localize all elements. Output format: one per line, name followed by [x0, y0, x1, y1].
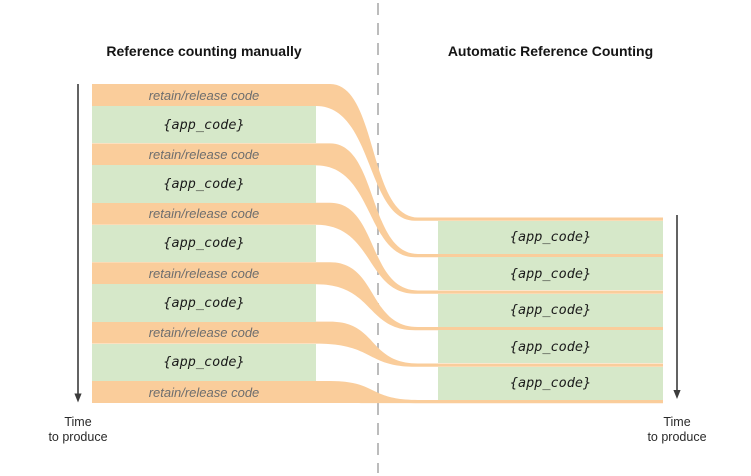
- retain-release-flow: [92, 202, 663, 294]
- app-code-bar: {app_code}: [438, 257, 663, 291]
- retain-release-flow: [92, 381, 663, 404]
- retain-release-flow: [92, 84, 663, 221]
- app-code-bar: {app_code}: [438, 366, 663, 400]
- app-code-bar: {app_code}: [92, 284, 316, 322]
- time-caption-line: Time: [64, 415, 92, 429]
- app-code-bar: {app_code}: [92, 224, 316, 263]
- time-caption-line: to produce: [647, 429, 707, 444]
- retain-release-bar-label: retain/release code: [148, 265, 260, 281]
- retain-release-flow: [92, 262, 663, 331]
- app-code-bar: {app_code}: [438, 330, 663, 364]
- left-time-caption: Time to produce: [28, 415, 128, 444]
- retain-release-bar-label: retain/release code: [148, 206, 260, 222]
- app-code-bar: {app_code}: [438, 293, 663, 327]
- retain-release-flow: [92, 143, 663, 258]
- retain-release-bar-label: retain/release code: [148, 87, 260, 103]
- time-caption-line: Time: [663, 415, 691, 429]
- left-panel-title: Reference counting manually: [106, 43, 302, 59]
- right-time-caption: Time to produce: [627, 415, 727, 444]
- app-code-bar: {app_code}: [438, 220, 663, 254]
- right-panel-title: Automatic Reference Counting: [447, 43, 654, 59]
- left-time-axis-arrowhead: [74, 393, 82, 403]
- retain-release-bar-label: retain/release code: [148, 325, 260, 341]
- app-code-bar: {app_code}: [92, 165, 316, 203]
- time-caption-line: to produce: [48, 429, 108, 444]
- right-time-axis-arrowhead: [673, 390, 681, 399]
- retain-release-bar-label: retain/release code: [148, 384, 260, 400]
- retain-release-bar-label: retain/release code: [148, 146, 260, 162]
- app-code-bar: {app_code}: [92, 106, 316, 144]
- retain-release-flow: [92, 321, 663, 367]
- app-code-bar: {app_code}: [92, 343, 316, 381]
